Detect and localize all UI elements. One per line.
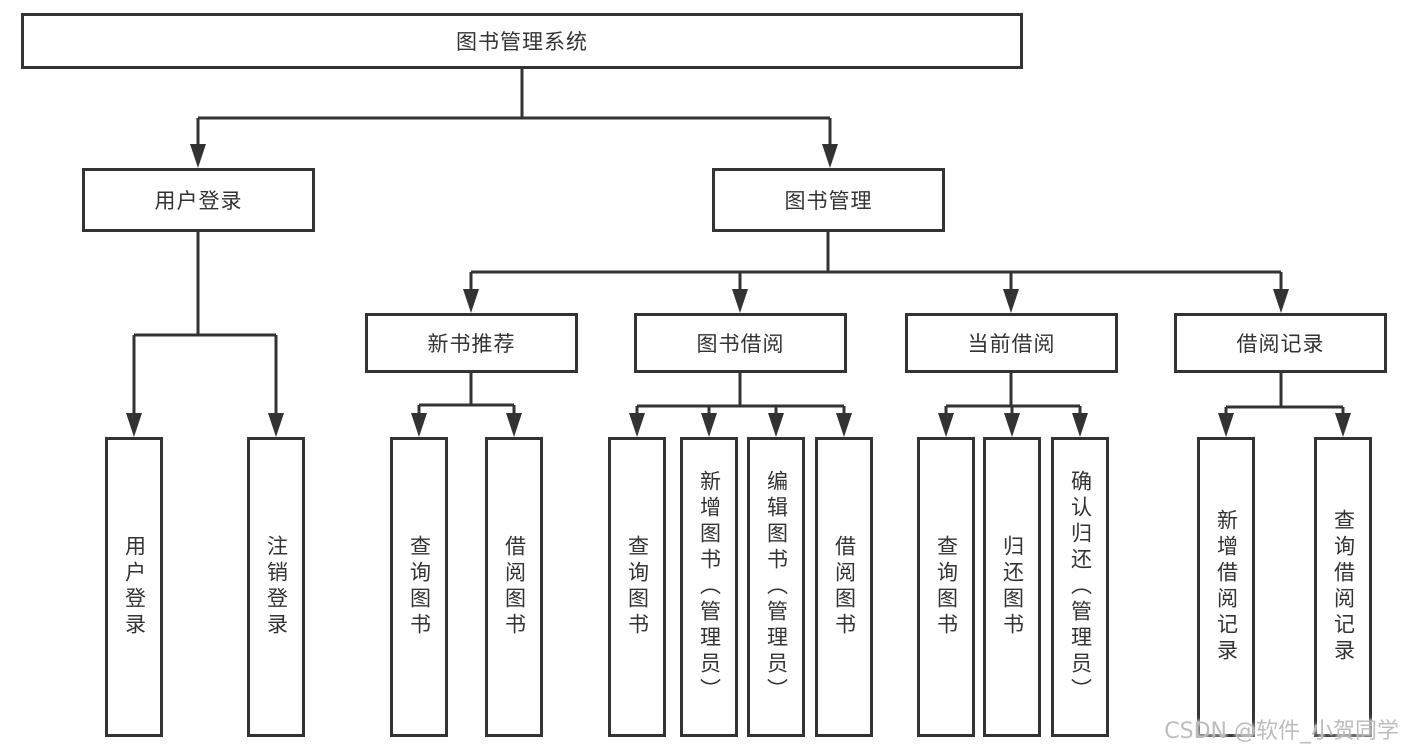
leaf-borrow-books-recommend: 借阅图书 xyxy=(485,437,543,737)
node-label: 借阅图书 xyxy=(832,535,857,639)
node-label: 图书管理 xyxy=(784,189,873,213)
node-label: 图书管理系统 xyxy=(456,30,588,54)
node-borrowing-records: 借阅记录 xyxy=(1174,313,1387,373)
node-label: 借阅记录 xyxy=(1236,332,1325,356)
leaf-logout-login: 注销登录 xyxy=(247,437,305,737)
leaf-query-books-borrow: 查询图书 xyxy=(608,437,666,737)
leaf-return-books: 归还图书 xyxy=(983,437,1041,737)
leaf-confirm-return-admin: 确认归还（管理员） xyxy=(1051,437,1109,737)
node-label: 用户登录 xyxy=(122,535,147,639)
node-new-book-recommend: 新书推荐 xyxy=(365,313,578,373)
node-label: 编辑图书（管理员） xyxy=(764,470,789,704)
leaf-edit-books-admin: 编辑图书（管理员） xyxy=(747,437,805,737)
leaf-query-books-recommend: 查询图书 xyxy=(390,437,448,737)
node-current-borrowing: 当前借阅 xyxy=(905,313,1118,373)
node-label: 归还图书 xyxy=(1000,535,1025,639)
node-label: 新增图书（管理员） xyxy=(697,470,722,704)
node-user-login: 用户登录 xyxy=(82,168,315,232)
leaf-query-books-current: 查询图书 xyxy=(917,437,975,737)
node-book-borrowing: 图书借阅 xyxy=(634,313,847,373)
node-label: 查询借阅记录 xyxy=(1331,509,1356,665)
node-label: 借阅图书 xyxy=(502,535,527,639)
leaf-user-login: 用户登录 xyxy=(105,437,163,737)
node-label: 新书推荐 xyxy=(427,332,516,356)
node-book-management: 图书管理 xyxy=(712,168,945,232)
node-label: 用户登录 xyxy=(154,189,243,213)
leaf-add-borrow-record: 新增借阅记录 xyxy=(1197,437,1255,737)
node-label: 当前借阅 xyxy=(967,332,1056,356)
node-label: 查询图书 xyxy=(407,535,432,639)
node-label: 查询图书 xyxy=(625,535,650,639)
csdn-watermark: CSDN @软件_小贺同学 xyxy=(1164,719,1399,744)
leaf-add-books-admin: 新增图书（管理员） xyxy=(680,437,738,737)
node-library-management-system: 图书管理系统 xyxy=(21,13,1023,69)
leaf-query-borrow-record: 查询借阅记录 xyxy=(1314,437,1372,737)
node-label: 图书借阅 xyxy=(696,332,785,356)
node-label: 确认归还（管理员） xyxy=(1068,470,1093,704)
node-label: 新增借阅记录 xyxy=(1214,509,1239,665)
node-label: 查询图书 xyxy=(934,535,959,639)
node-label: 注销登录 xyxy=(264,535,289,639)
leaf-borrow-books: 借阅图书 xyxy=(815,437,873,737)
